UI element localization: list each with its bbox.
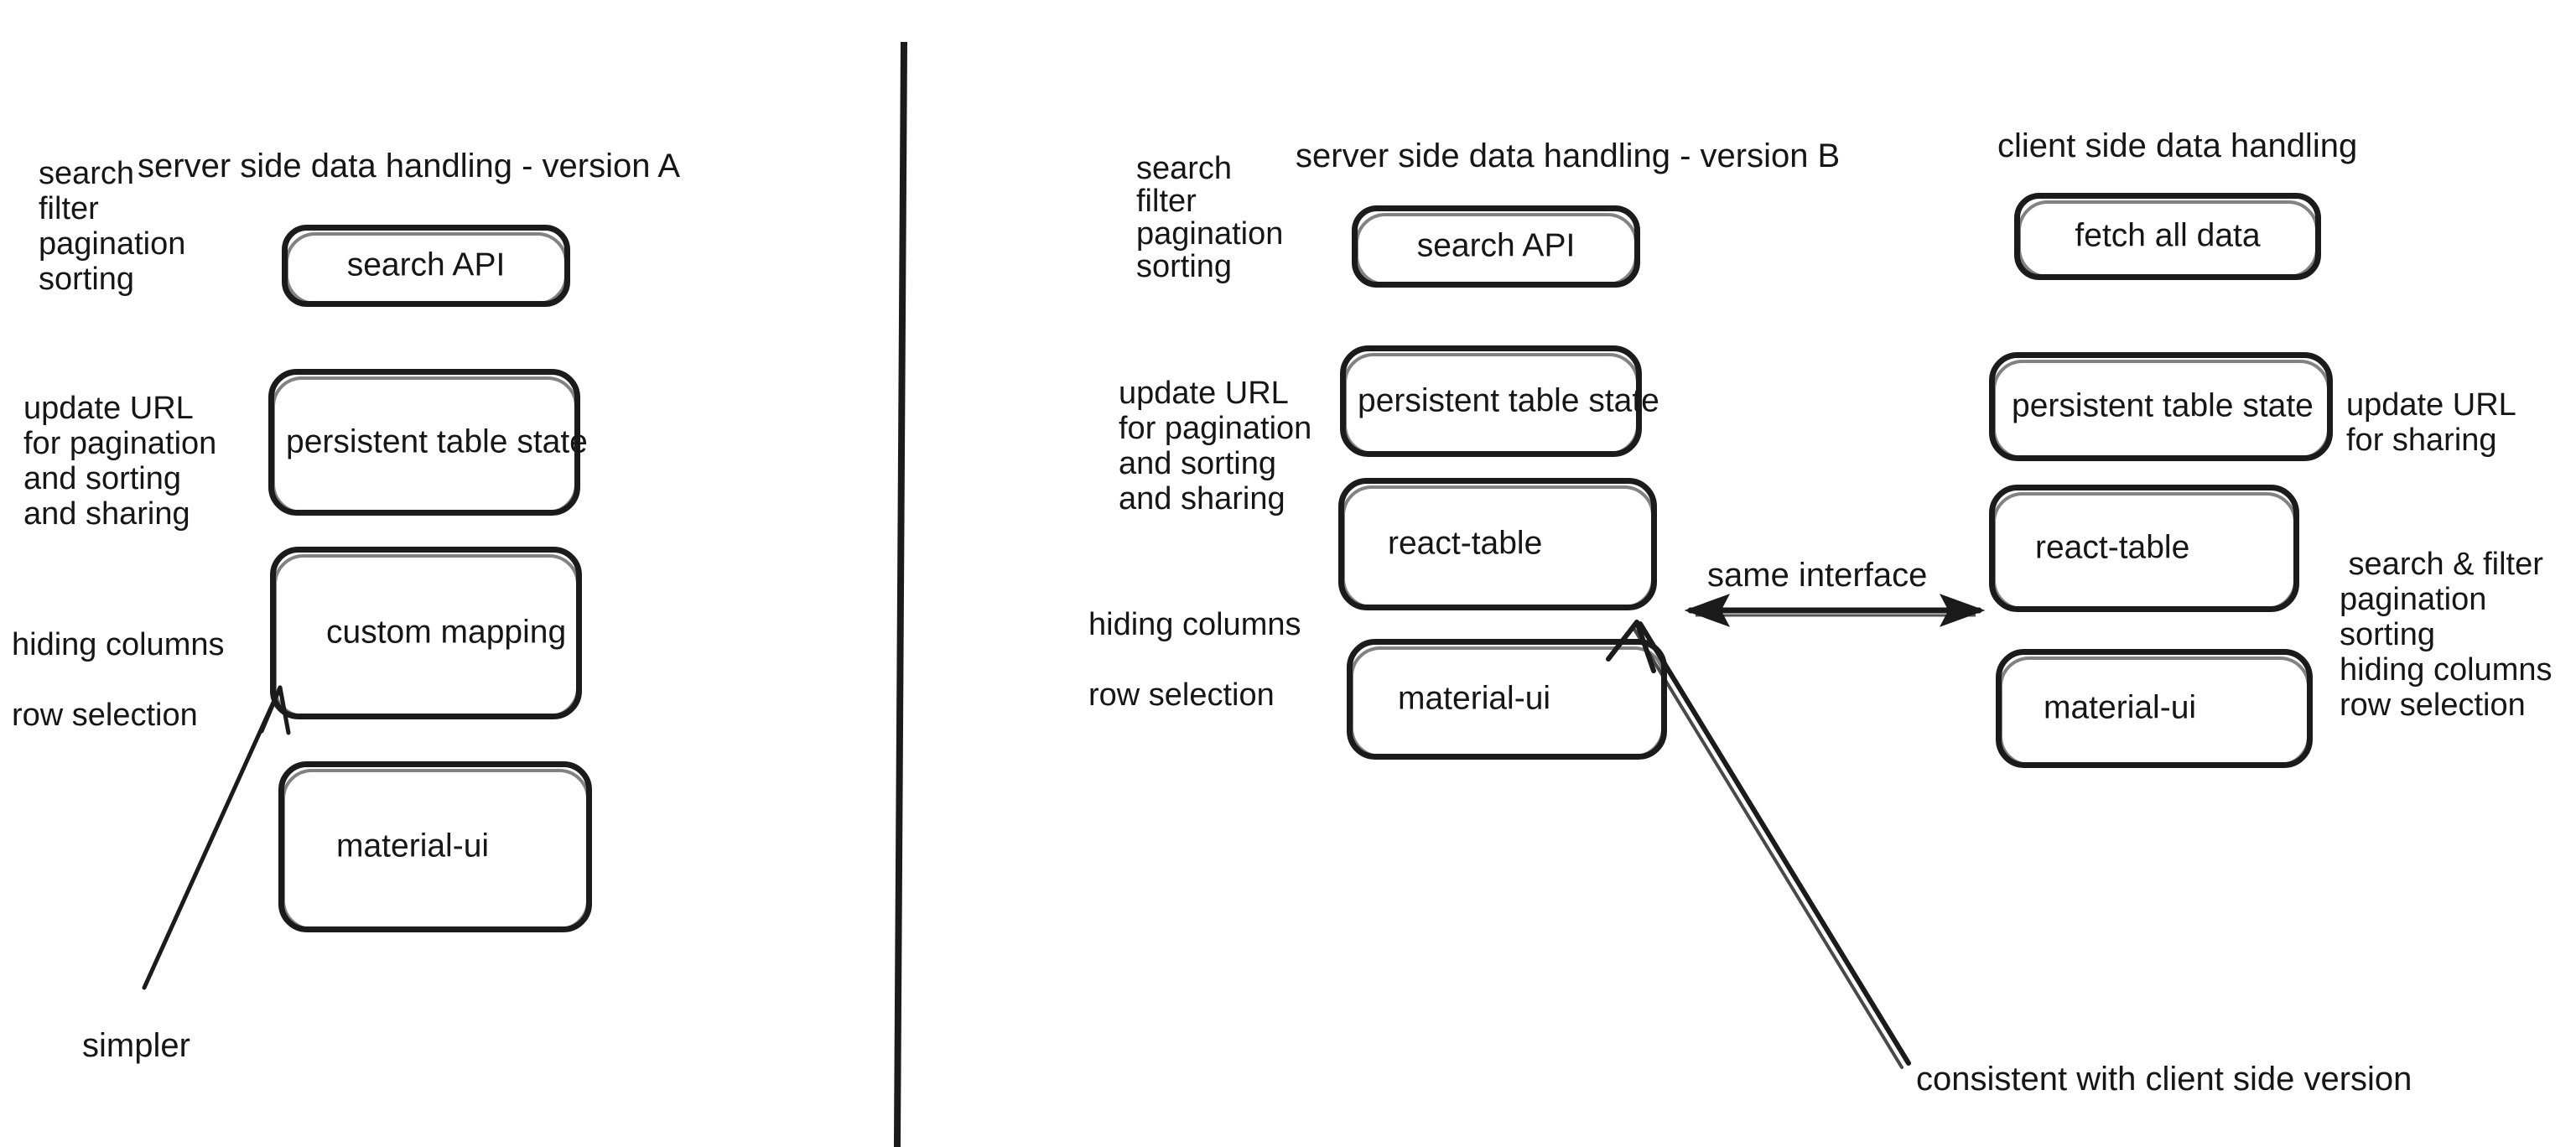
box-client-persistent-table-state-label: persistent table state: [2012, 387, 2314, 424]
panel-server-b-note-capabilities: search filter pagination sorting: [1136, 151, 1284, 284]
same-interface-arrow: [1684, 594, 1986, 627]
box-client-react-table[interactable]: react-table: [1989, 485, 2299, 612]
box-client-material-ui-label: material-ui: [2044, 689, 2197, 726]
panel-server-a-note-table-features: hiding columns row selection: [12, 627, 225, 733]
box-client-persistent-table-state[interactable]: persistent table state: [1989, 352, 2333, 461]
panel-server-b-note-update-url: update URL for pagination and sorting an…: [1119, 376, 1312, 516]
box-server-a-custom-mapping[interactable]: custom mapping: [270, 547, 582, 719]
panel-client-title: client side data handling: [1997, 127, 2358, 164]
box-server-b-material-ui[interactable]: material-ui: [1347, 639, 1667, 760]
box-server-b-persistent-table-state-label: persistent table state: [1358, 382, 1659, 419]
box-server-a-material-ui[interactable]: material-ui: [278, 761, 592, 932]
callout-simpler-label: simpler: [82, 1027, 190, 1064]
panel-divider: [893, 42, 907, 1147]
box-client-fetch-all-data[interactable]: fetch all data: [2014, 193, 2321, 280]
box-client-react-table-label: react-table: [2035, 529, 2190, 566]
box-server-b-react-table-label: react-table: [1388, 525, 1543, 562]
box-server-b-persistent-table-state[interactable]: persistent table state: [1340, 345, 1659, 457]
box-server-b-search-api[interactable]: search API: [1352, 205, 1640, 288]
box-server-b-search-api-label: search API: [1416, 227, 1576, 264]
panel-server-b-title: server side data handling - version B: [1296, 138, 1841, 174]
panel-server-a-note-update-url: update URL for pagination and sorting an…: [23, 391, 217, 532]
box-client-fetch-all-data-label: fetch all data: [2075, 217, 2261, 254]
callout-consistent-label: consistent with client side version: [1916, 1061, 2412, 1098]
panel-client-note-update-url: update URL for sharing: [2346, 387, 2516, 458]
box-server-b-material-ui-label: material-ui: [1398, 680, 1551, 717]
box-client-material-ui[interactable]: material-ui: [1996, 649, 2313, 768]
panel-server-b-note-table-features: hiding columns row selection: [1088, 607, 1301, 713]
panel-server-a-note-capabilities: search filter pagination sorting: [39, 156, 186, 297]
box-server-a-material-ui-label: material-ui: [336, 828, 490, 864]
box-server-a-custom-mapping-label: custom mapping: [326, 614, 567, 651]
panel-client-note-table-features: search & filter pagination sorting hidin…: [2340, 547, 2553, 723]
box-server-a-search-api-label: search API: [346, 247, 506, 283]
box-server-a-search-api[interactable]: search API: [282, 225, 570, 307]
panel-server-a-title: server side data handling - version A: [138, 148, 681, 184]
box-server-a-persistent-table-state-label: persistent table state: [286, 423, 588, 460]
box-server-a-persistent-table-state[interactable]: persistent table state: [268, 369, 588, 516]
connector-same-interface-label: same interface: [1707, 557, 1928, 594]
box-server-b-react-table[interactable]: react-table: [1338, 478, 1657, 610]
